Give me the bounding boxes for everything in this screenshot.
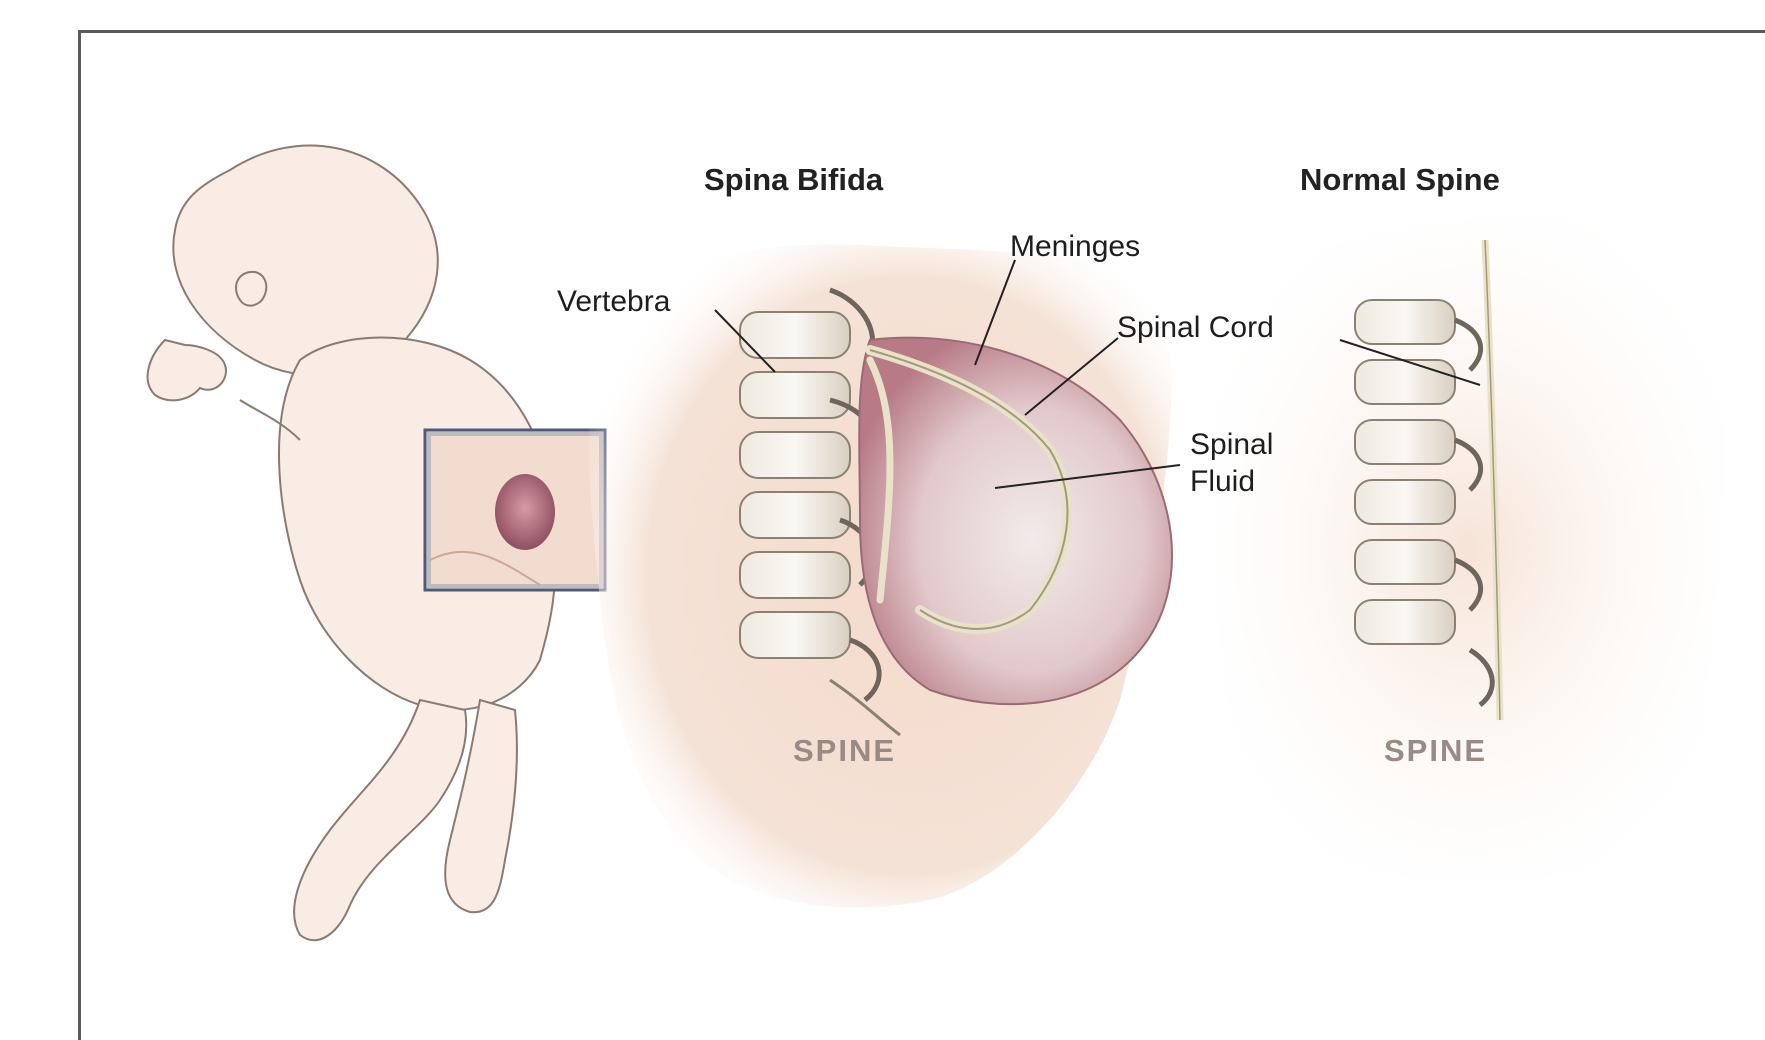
label-spine-left: SPINE [793,733,896,769]
spina-bifida-panel [588,244,1180,907]
title-spina-bifida: Spina Bifida [704,162,883,198]
label-meninges: Meninges [1010,229,1140,266]
label-spine-right: SPINE [1384,733,1487,769]
title-normal-spine: Normal Spine [1300,162,1500,198]
lesion-inset [425,430,605,590]
label-spinal-fluid-line1: Spinal [1190,427,1273,464]
label-vertebra: Vertebra [557,284,670,321]
normal-spine-panel [1211,215,1726,883]
label-spinal-fluid: Spinal Fluid [1190,427,1273,500]
label-spinal-cord: Spinal Cord [1117,310,1274,347]
label-spinal-fluid-line2: Fluid [1190,464,1273,501]
